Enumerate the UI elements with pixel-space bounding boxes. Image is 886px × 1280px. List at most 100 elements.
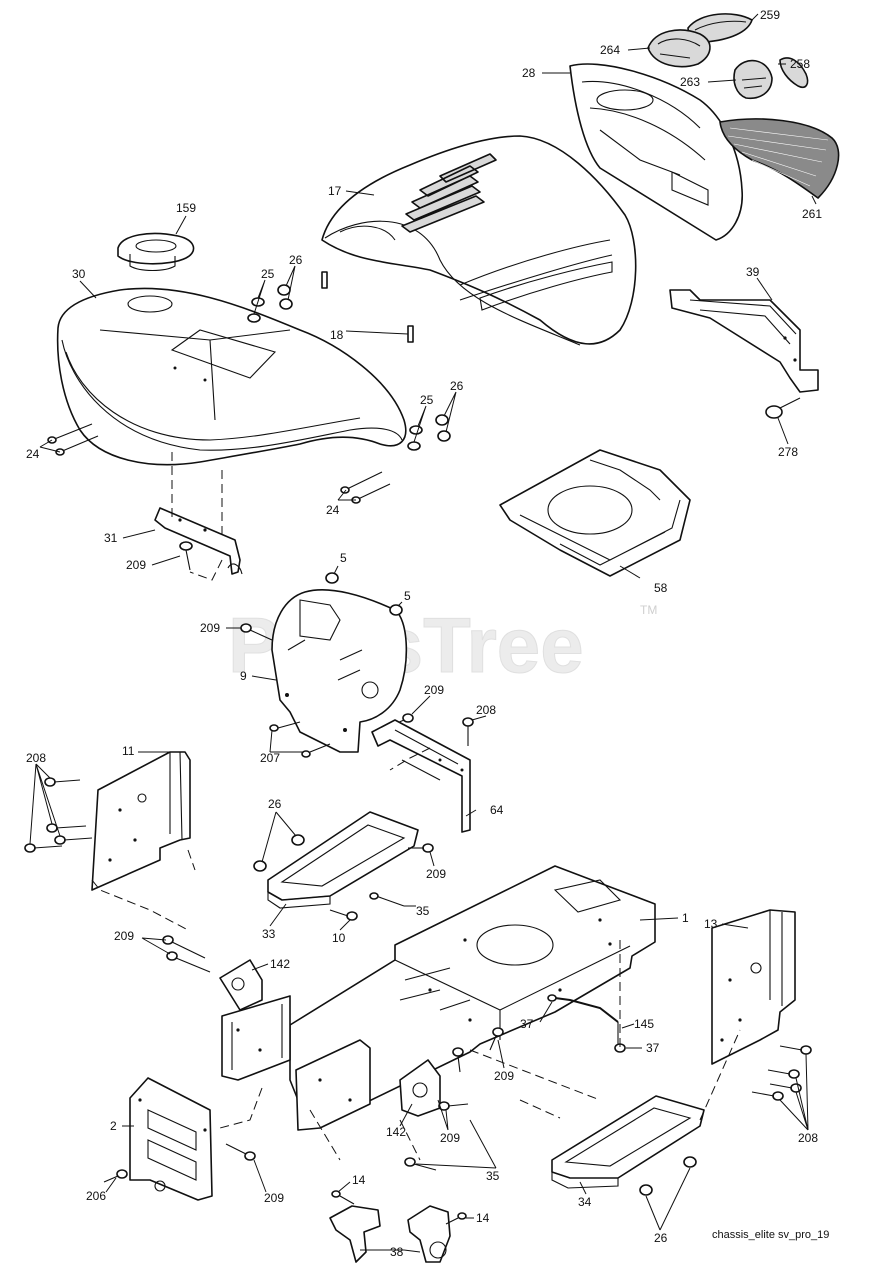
- label-142-a[interactable]: 142: [270, 957, 290, 971]
- label-26-footrest[interactable]: 26: [268, 797, 282, 811]
- part-frame-rail-left[interactable]: [221, 995, 291, 1081]
- label-159[interactable]: 159: [176, 201, 196, 215]
- part-263-light-housing[interactable]: [733, 59, 773, 100]
- part-258-lens[interactable]: [779, 57, 809, 89]
- label-259[interactable]: 259: [760, 8, 780, 22]
- part-208-bolt[interactable]: [462, 717, 474, 746]
- label-9[interactable]: 9: [240, 669, 247, 683]
- label-17[interactable]: 17: [328, 184, 342, 198]
- label-209-lower[interactable]: 209: [440, 1131, 460, 1145]
- label-25-top[interactable]: 25: [261, 267, 275, 281]
- label-13[interactable]: 13: [704, 917, 718, 931]
- part-25-washer[interactable]: [247, 297, 265, 323]
- label-35-b[interactable]: 35: [486, 1169, 500, 1183]
- part-208-bolt[interactable]: [24, 777, 93, 853]
- part-209-bolt[interactable]: [179, 541, 193, 571]
- part-5-knob[interactable]: [325, 572, 403, 616]
- label-58[interactable]: 58: [654, 581, 668, 595]
- label-208-left[interactable]: 208: [26, 751, 46, 765]
- label-263[interactable]: 263: [680, 75, 700, 89]
- label-208-64[interactable]: 208: [476, 703, 496, 717]
- part-26-nut[interactable]: [253, 834, 305, 872]
- part-28-front-grille[interactable]: [569, 63, 743, 241]
- part-26-nut[interactable]: [639, 1156, 697, 1196]
- label-38[interactable]: 38: [390, 1245, 404, 1259]
- label-206[interactable]: 206: [86, 1189, 106, 1203]
- part-58-pan[interactable]: [499, 449, 691, 577]
- part-209-bolt[interactable]: [162, 935, 211, 973]
- label-2[interactable]: 2: [110, 1119, 117, 1133]
- part-209-bolt[interactable]: [408, 843, 434, 853]
- label-34[interactable]: 34: [578, 1195, 592, 1209]
- label-31[interactable]: 31: [104, 531, 118, 545]
- watermark-trademark: TM: [640, 603, 657, 617]
- label-35-a[interactable]: 35: [416, 904, 430, 918]
- label-14-b[interactable]: 14: [476, 1211, 490, 1225]
- label-5-a[interactable]: 5: [340, 551, 347, 565]
- label-24-right[interactable]: 24: [326, 503, 340, 517]
- label-209-dash-right[interactable]: 209: [424, 683, 444, 697]
- label-209-31[interactable]: 209: [126, 558, 146, 572]
- label-142-b[interactable]: 142: [386, 1125, 406, 1139]
- label-26-bottom[interactable]: 26: [654, 1231, 668, 1245]
- part-64-bracket[interactable]: [371, 719, 471, 833]
- part-206-bolt[interactable]: [103, 1169, 128, 1183]
- label-10[interactable]: 10: [332, 931, 346, 945]
- label-14-a[interactable]: 14: [352, 1173, 366, 1187]
- label-26-top[interactable]: 26: [289, 253, 303, 267]
- label-18[interactable]: 18: [330, 328, 344, 342]
- part-142-bracket[interactable]: [219, 959, 263, 1011]
- label-209-142[interactable]: 209: [114, 929, 134, 943]
- label-209-front[interactable]: 209: [264, 1191, 284, 1205]
- label-37-a[interactable]: 37: [520, 1017, 534, 1031]
- part-208-bolt[interactable]: [751, 1045, 812, 1101]
- part-278-bolt[interactable]: [765, 397, 801, 419]
- label-28[interactable]: 28: [522, 66, 536, 80]
- part-264-light-housing[interactable]: [647, 29, 711, 68]
- label-264[interactable]: 264: [600, 43, 620, 57]
- part-26-nut[interactable]: [435, 414, 451, 442]
- label-145[interactable]: 145: [634, 1017, 654, 1031]
- label-208-right[interactable]: 208: [798, 1131, 818, 1145]
- part-35-bolt[interactable]: [404, 1157, 437, 1171]
- part-207-screw[interactable]: [269, 721, 331, 758]
- label-209-footrest[interactable]: 209: [426, 867, 446, 881]
- part-209-bolt[interactable]: [438, 1027, 504, 1111]
- label-278[interactable]: 278: [778, 445, 798, 459]
- label-26-right[interactable]: 26: [450, 379, 464, 393]
- part-9-dash-panel[interactable]: [271, 589, 408, 753]
- part-10-bolt[interactable]: [329, 909, 358, 921]
- part-34-footrest[interactable]: [551, 1095, 705, 1189]
- part-13-side-panel[interactable]: [711, 909, 796, 1065]
- part-17-hood[interactable]: [321, 135, 637, 346]
- part-11-side-panel[interactable]: [91, 751, 191, 891]
- part-14-screw[interactable]: [331, 1190, 467, 1225]
- part-159-fuel-cap[interactable]: [117, 232, 195, 272]
- label-24-left[interactable]: 24: [26, 447, 40, 461]
- part-39-bracket[interactable]: [669, 289, 819, 393]
- part-209-bolt[interactable]: [225, 1143, 256, 1161]
- label-209-dash[interactable]: 209: [200, 621, 220, 635]
- label-5-b[interactable]: 5: [404, 589, 411, 603]
- label-11[interactable]: 11: [122, 744, 135, 758]
- label-209-frame[interactable]: 209: [494, 1069, 514, 1083]
- label-30[interactable]: 30: [72, 267, 86, 281]
- part-35-bolt[interactable]: [369, 892, 405, 907]
- part-frame-rail-mid[interactable]: [295, 1039, 371, 1131]
- part-261-screen-mesh[interactable]: [719, 118, 840, 199]
- part-33-footrest[interactable]: [267, 811, 419, 909]
- label-39[interactable]: 39: [746, 265, 760, 279]
- label-1[interactable]: 1: [682, 911, 689, 925]
- label-207[interactable]: 207: [260, 751, 280, 765]
- label-258[interactable]: 258: [790, 57, 810, 71]
- label-37-b[interactable]: 37: [646, 1041, 660, 1055]
- label-25-right[interactable]: 25: [420, 393, 434, 407]
- part-38-lever-bracket[interactable]: [329, 1205, 451, 1263]
- label-64[interactable]: 64: [490, 803, 504, 817]
- part-2-front-bracket[interactable]: [129, 1077, 213, 1201]
- label-261[interactable]: 261: [802, 207, 822, 221]
- label-33[interactable]: 33: [262, 927, 276, 941]
- part-31-bracket[interactable]: [154, 507, 243, 575]
- part-30-fender[interactable]: [56, 287, 407, 466]
